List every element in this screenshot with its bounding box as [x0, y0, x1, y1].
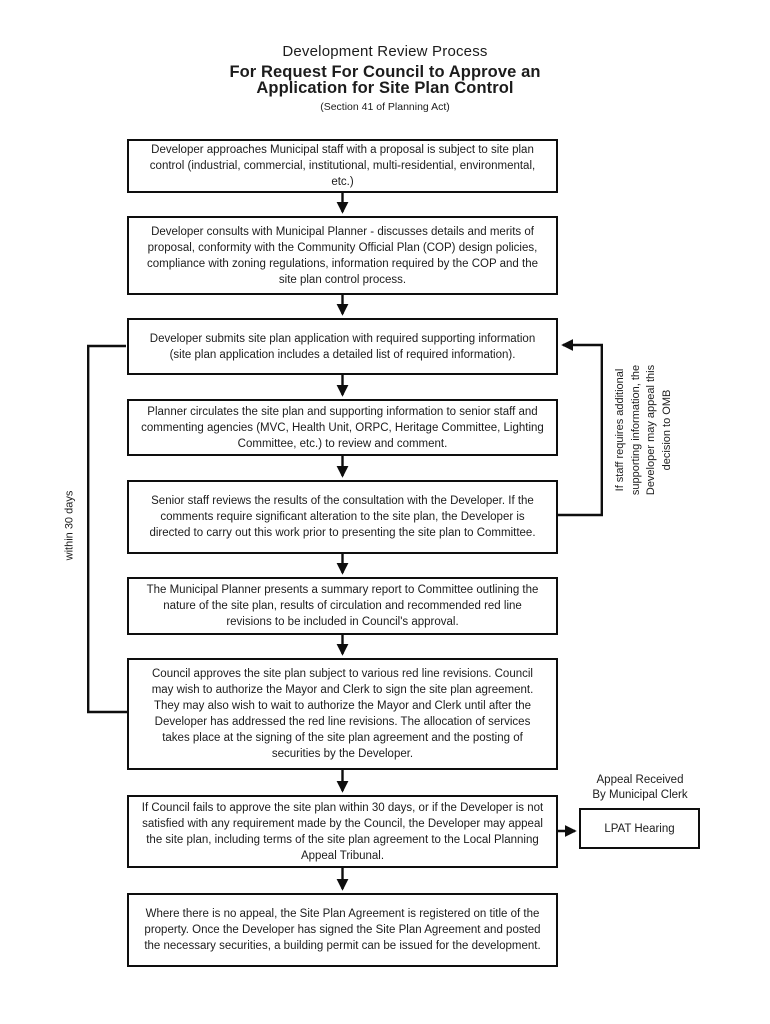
flow-box-senior-review: Senior staff reviews the results of the … [127, 480, 558, 554]
appeal-received-label: Appeal Received By Municipal Clerk [575, 773, 705, 802]
note-omb-appeal: If staff requires additional supporting … [614, 364, 673, 496]
connector-within-30-days-loop [87, 344, 128, 714]
connector-omb-appeal-loop [558, 339, 603, 517]
title-line-1: Development Review Process [282, 43, 488, 60]
appeal-received-line-2: By Municipal Clerk [592, 788, 688, 801]
appeal-received-line-1: Appeal Received [596, 774, 684, 786]
flow-box-application: Developer submits site plan application … [127, 318, 558, 375]
title-subtitle: (Section 41 of Planning Act) [320, 100, 450, 113]
flow-box-proposal: Developer approaches Municipal staff wit… [127, 139, 558, 193]
flow-box-appeal: If Council fails to approve the site pla… [127, 795, 558, 868]
flow-box-circulation: Planner circulates the site plan and sup… [127, 399, 558, 456]
flow-box-registration: Where there is no appeal, the Site Plan … [127, 893, 558, 967]
title-line-2: For Request For Council to Approve an [229, 62, 541, 81]
title-line-3: Application for Site Plan Control [256, 78, 514, 97]
note-within-30-days: within 30 days [63, 490, 76, 561]
flow-box-committee-report: The Municipal Planner presents a summary… [127, 577, 558, 635]
flow-box-council-approval: Council approves the site plan subject t… [127, 658, 558, 770]
flow-box-consultation: Developer consults with Municipal Planne… [127, 216, 558, 295]
lpat-hearing-box: LPAT Hearing [579, 808, 700, 849]
diagram-title: Development Review Process For Request F… [0, 43, 770, 113]
